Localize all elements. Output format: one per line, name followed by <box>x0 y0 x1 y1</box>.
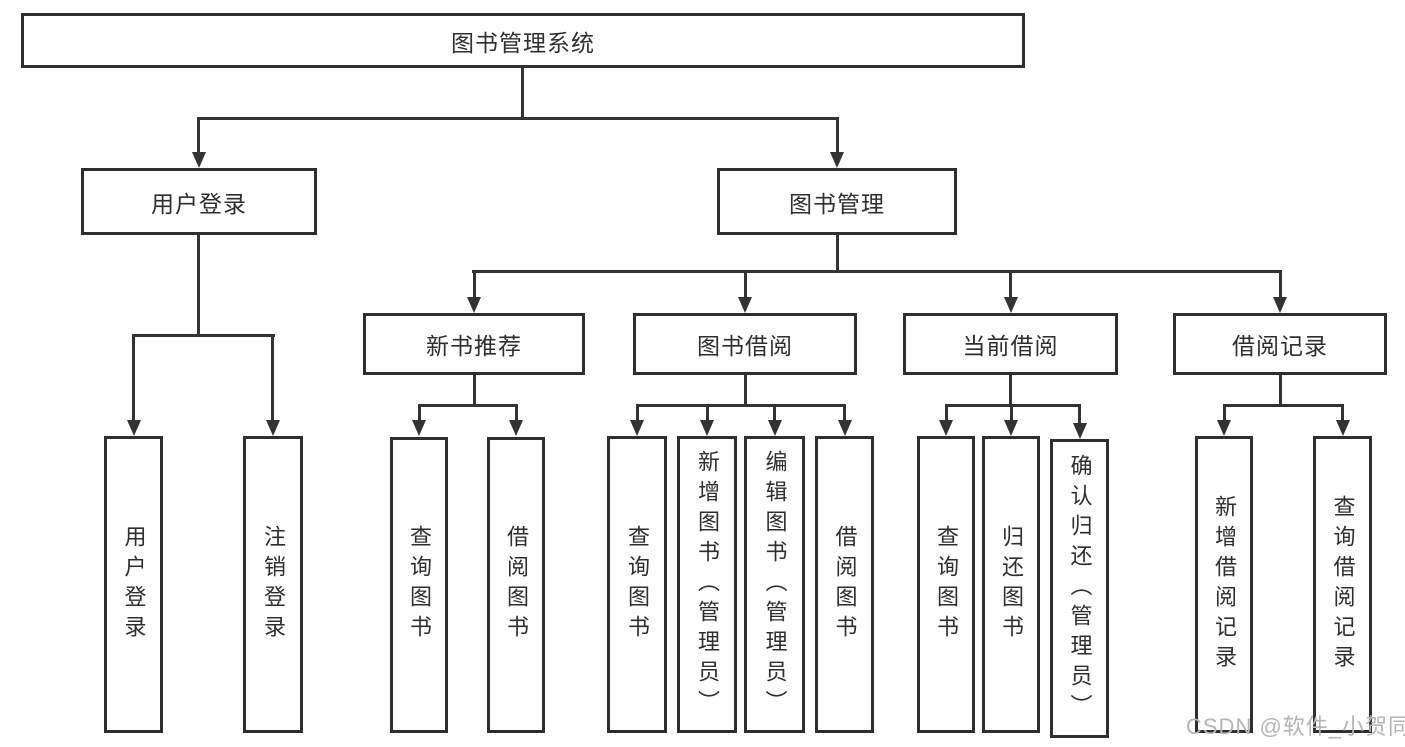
connector-line <box>1078 404 1081 425</box>
node-new-book-recommend: 新书推荐 <box>363 313 585 375</box>
connector-line <box>1009 375 1012 405</box>
arrowhead-down-icon <box>838 420 852 436</box>
connector-line <box>836 235 839 272</box>
connector-line <box>1279 375 1282 405</box>
node-library-system: 图书管理系统 <box>21 13 1025 68</box>
arrowhead-down-icon <box>768 420 782 436</box>
leaf-edit-books-admin: 编辑图书（管理员） <box>744 436 805 733</box>
connector-line <box>836 117 839 153</box>
leaf-query-books: 查询图书 <box>390 437 448 733</box>
connector-line <box>271 334 274 422</box>
leaf-user-login: 用户登录 <box>104 436 163 733</box>
connector-line <box>418 404 518 407</box>
leaf-add-books-admin: 新增图书（管理员） <box>677 436 737 733</box>
leaf-borrow-books: 借阅图书 <box>815 436 874 733</box>
arrowhead-down-icon <box>192 152 206 168</box>
connector-line <box>706 404 709 422</box>
arrowhead-down-icon <box>738 297 752 313</box>
node-current-borrow: 当前借阅 <box>903 313 1118 375</box>
arrowhead-down-icon <box>939 420 953 436</box>
connector-line <box>1223 404 1226 422</box>
connector-line <box>132 334 135 422</box>
connector-line <box>744 375 747 405</box>
connector-line <box>473 270 476 298</box>
leaf-borrow-books: 借阅图书 <box>487 437 545 733</box>
watermark: CSDN @软件_小贺同学 <box>1186 714 1405 739</box>
connector-line <box>132 334 275 337</box>
arrowhead-down-icon <box>630 420 644 436</box>
arrowhead-down-icon <box>700 420 714 436</box>
leaf-return-books: 归还图书 <box>982 436 1040 733</box>
node-book-management: 图书管理 <box>717 168 957 235</box>
arrowhead-down-icon <box>1073 423 1087 439</box>
arrowhead-down-icon <box>412 420 426 436</box>
connector-line <box>472 270 1282 273</box>
connector-line <box>197 235 200 335</box>
connector-line <box>197 117 839 120</box>
connector-line <box>1279 270 1282 298</box>
connector-line <box>1009 270 1012 298</box>
connector-line <box>418 404 421 422</box>
node-book-borrow: 图书借阅 <box>633 313 857 375</box>
arrowhead-down-icon <box>1004 297 1018 313</box>
connector-line <box>945 404 1081 407</box>
connector-line <box>1010 404 1013 422</box>
leaf-confirm-return-admin: 确认归还（管理员） <box>1050 439 1109 738</box>
connector-line <box>473 375 476 405</box>
connector-line <box>945 404 948 422</box>
arrowhead-down-icon <box>1336 420 1350 436</box>
arrowhead-down-icon <box>266 420 280 436</box>
connector-line <box>515 404 518 422</box>
arrowhead-down-icon <box>1217 420 1231 436</box>
arrowhead-down-icon <box>509 420 523 436</box>
connector-line <box>744 270 747 298</box>
arrowhead-down-icon <box>467 297 481 313</box>
arrowhead-down-icon <box>127 420 141 436</box>
connector-line <box>521 68 524 118</box>
leaf-query-books: 查询图书 <box>917 436 975 733</box>
leaf-query-borrow-record: 查询借阅记录 <box>1313 436 1372 733</box>
connector-line <box>1341 404 1344 422</box>
arrowhead-down-icon <box>1273 297 1287 313</box>
node-borrow-record: 借阅记录 <box>1173 313 1387 375</box>
node-user-login: 用户登录 <box>81 168 317 235</box>
leaf-query-books: 查询图书 <box>607 436 667 733</box>
connector-line <box>636 404 846 407</box>
connector-line <box>1223 404 1344 407</box>
connector-line <box>773 404 776 422</box>
connector-line <box>843 404 846 422</box>
connector-line <box>197 117 200 153</box>
arrowhead-down-icon <box>830 152 844 168</box>
connector-line <box>636 404 639 422</box>
arrowhead-down-icon <box>1004 420 1018 436</box>
leaf-add-borrow-record: 新增借阅记录 <box>1195 436 1253 733</box>
leaf-logout: 注销登录 <box>243 436 303 733</box>
